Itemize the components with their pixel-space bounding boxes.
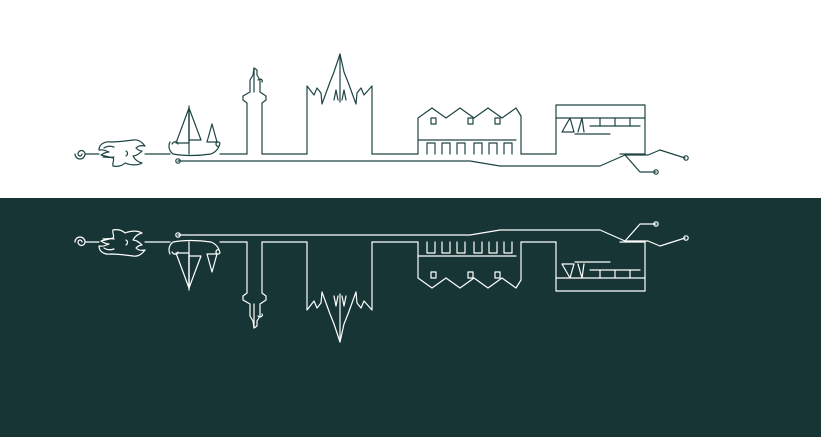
skyline-art <box>74 53 689 343</box>
skyline-illustration <box>0 53 821 437</box>
